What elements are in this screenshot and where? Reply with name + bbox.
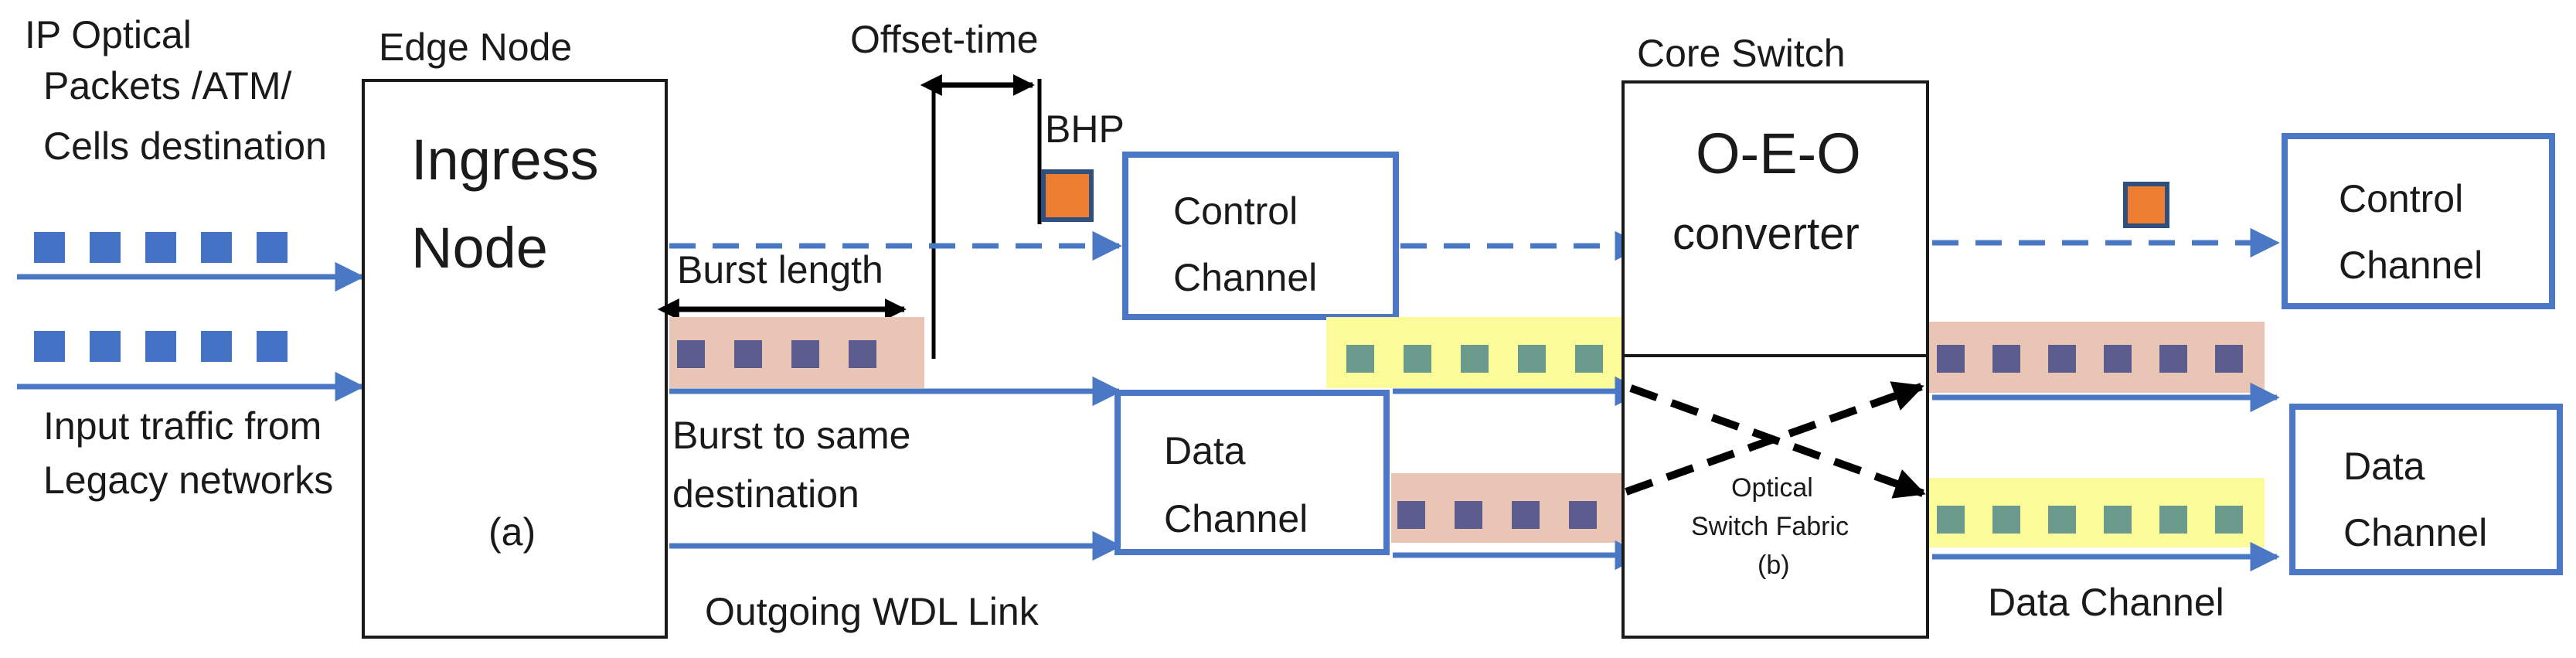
oeo-label: O-E-O <box>1696 121 1861 186</box>
burst-packet <box>1937 506 1965 534</box>
control-channel-2-line-1: Control <box>2339 177 2463 220</box>
packet <box>257 331 288 362</box>
burst-packet <box>1992 345 2020 373</box>
data-channel-1-line-1: Data <box>1164 429 1246 472</box>
legacy-label-line-2: Legacy networks <box>43 459 333 502</box>
control-channel-box-2 <box>2282 133 2555 309</box>
fabric-label-line-3: (b) <box>1758 551 1790 580</box>
data-channel-2-line-1: Data <box>2343 445 2425 488</box>
input-packets-row-1 <box>34 232 288 263</box>
burst-packet <box>1512 501 1540 529</box>
pink-burst-out <box>1929 322 2265 393</box>
packet <box>201 232 232 263</box>
control-channel-box-1 <box>1122 152 1399 320</box>
burst-packet <box>1518 345 1546 373</box>
outgoing-link-label: Outgoing WDL Link <box>705 590 1040 633</box>
burst-background-yellow <box>1929 478 2265 547</box>
packet <box>145 232 176 263</box>
data-channel-2-line-2: Channel <box>2343 511 2487 554</box>
burst-background-pink <box>1929 322 2265 393</box>
input-label-line-3: Cells destination <box>43 124 327 168</box>
switch-path-down <box>1629 384 1926 499</box>
core-switch-box <box>1621 80 1929 639</box>
burst-packet <box>1397 501 1425 529</box>
packet <box>257 232 288 263</box>
packet <box>90 232 121 263</box>
burst-packet <box>2215 345 2243 373</box>
ingress-label-line-1: Ingress <box>411 128 599 192</box>
burst-packet <box>1455 501 1482 529</box>
yellow-burst-out <box>1929 478 2265 547</box>
data-channel-1-line-2: Channel <box>1164 497 1308 540</box>
control-channel-1-line-2: Channel <box>1173 256 1317 299</box>
control-channel-1-line-1: Control <box>1173 189 1298 233</box>
burst-packet <box>2159 506 2187 534</box>
burst-packet <box>2104 506 2132 534</box>
burst-packet <box>734 340 762 368</box>
burst-dest-line-1: Burst to same <box>672 414 910 457</box>
input-labels: IP Optical Packets /ATM/ Cells destinati… <box>25 13 333 502</box>
fabric-label-line-2: Switch Fabric <box>1691 512 1849 541</box>
bhp-square-icon <box>1041 169 1094 222</box>
burst-packet <box>791 340 819 368</box>
input-label-line-1: IP Optical <box>25 13 192 56</box>
data-channel-box-2 <box>2289 404 2563 575</box>
packet <box>90 331 121 362</box>
converter-label: converter <box>1673 209 1860 259</box>
ingress-node-box <box>362 79 668 639</box>
burst-packet <box>1461 345 1489 373</box>
burst-packet <box>1937 345 1965 373</box>
burst-packet <box>1404 345 1431 373</box>
burst-block <box>669 317 924 388</box>
burst-dest-line-2: destination <box>672 472 859 516</box>
burst-packet <box>1575 345 1603 373</box>
legacy-label-line-1: Input traffic from <box>43 404 322 448</box>
pink-burst-in <box>1391 473 1652 543</box>
edge-node-label: Edge Node <box>379 26 572 69</box>
burst-packet <box>849 340 876 368</box>
control-channel-2-line-2: Channel <box>2339 244 2482 287</box>
data-channel-box-1 <box>1114 390 1390 555</box>
burst-packet <box>2215 506 2243 534</box>
burst-packet <box>1346 345 1374 373</box>
input-packets-row-2 <box>34 331 288 362</box>
burst-packet <box>1992 506 2020 534</box>
burst-packet <box>2104 345 2132 373</box>
packet <box>201 331 232 362</box>
burst-packet <box>1569 501 1597 529</box>
burst-packet <box>2159 345 2187 373</box>
packet <box>34 232 65 263</box>
bhp-label: BHP <box>1045 107 1125 151</box>
ingress-tag: (a) <box>488 510 536 554</box>
packet <box>145 331 176 362</box>
burst-packet <box>2048 506 2076 534</box>
switch-path-up <box>1625 381 1924 496</box>
burst-packet <box>2048 345 2076 373</box>
packet <box>34 331 65 362</box>
core-switch-label: Core Switch <box>1637 32 1846 75</box>
bhp-square-icon <box>2123 182 2169 228</box>
data-channel-output-label: Data Channel <box>1988 581 2224 624</box>
burst-background-yellow <box>1326 317 1663 388</box>
burst-length-label: Burst length <box>677 248 883 291</box>
burst-packet <box>677 340 705 368</box>
yellow-burst-in <box>1326 317 1663 388</box>
fabric-label-line-1: Optical <box>1731 473 1813 503</box>
ingress-label-line-2: Node <box>411 216 548 280</box>
input-label-line-2: Packets /ATM/ <box>43 64 291 107</box>
offset-time-label: Offset-time <box>850 18 1039 61</box>
